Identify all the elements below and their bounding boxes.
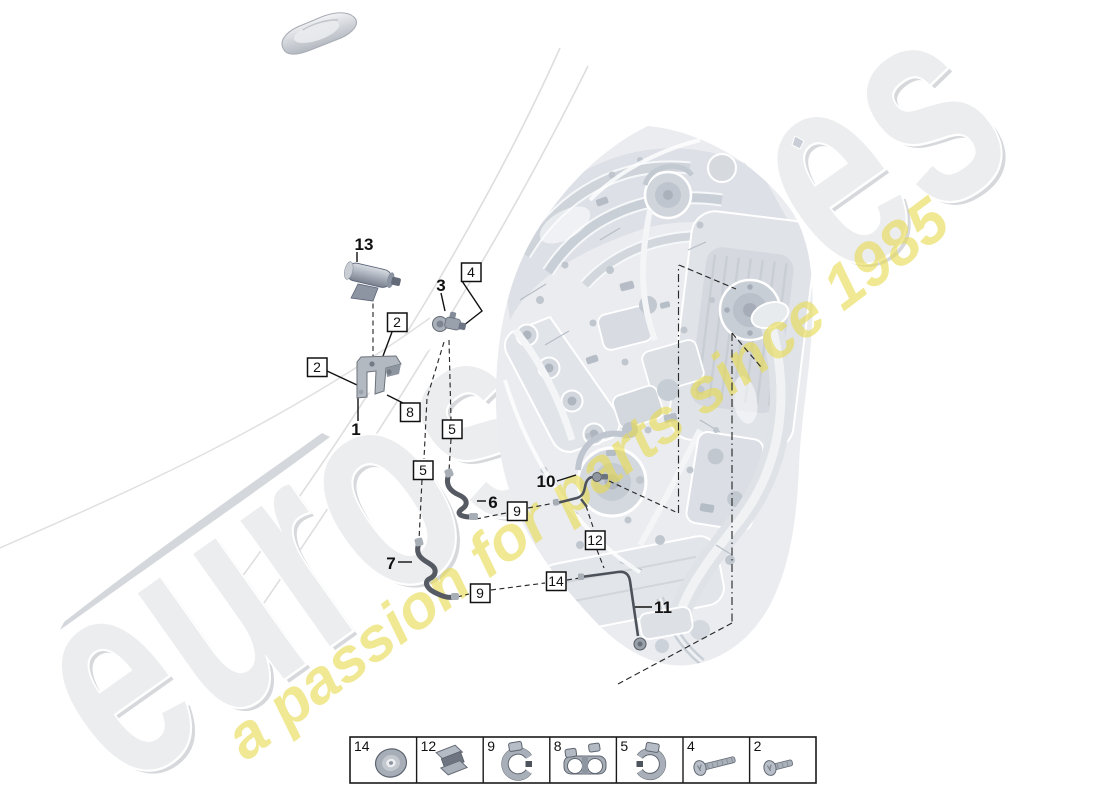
svg-text:2: 2 <box>313 359 321 375</box>
part-6-hose <box>444 468 478 520</box>
car-silhouette <box>281 12 357 55</box>
svg-text:4: 4 <box>467 264 475 280</box>
background-swoosh <box>0 47 589 630</box>
svg-text:5: 5 <box>419 462 427 478</box>
part-7-hose <box>414 537 459 600</box>
svg-text:14: 14 <box>548 573 564 589</box>
callout-box-9b[interactable]: 9 <box>469 583 491 604</box>
callout-box-5a[interactable]: 5 <box>441 419 463 440</box>
screw-short-icon <box>763 759 794 776</box>
callout-box-9a[interactable]: 9 <box>506 501 528 522</box>
svg-text:9: 9 <box>513 503 521 519</box>
boxed-callouts: 4 2 2 8 5 5 9 12 <box>306 262 606 604</box>
legend: 14 12 9 8 5 4 2 <box>349 736 817 784</box>
grommet-icon <box>374 748 408 778</box>
svg-text:5: 5 <box>448 421 456 437</box>
callout-box-8[interactable]: 8 <box>399 402 421 423</box>
part-3-sensor <box>432 311 467 332</box>
callout-box-2b[interactable]: 2 <box>306 357 328 378</box>
engine-illustration <box>496 126 813 666</box>
legend-number-9: 9 <box>487 738 495 754</box>
plain-callouts: 13 3 1 6 7 10 11 <box>351 235 672 617</box>
callout-13[interactable]: 13 <box>355 235 374 254</box>
callout-6[interactable]: 6 <box>488 493 497 512</box>
callout-3[interactable]: 3 <box>436 276 445 295</box>
routing-lines <box>372 264 762 685</box>
svg-text:12: 12 <box>587 532 603 548</box>
callout-10[interactable]: 10 <box>537 472 556 491</box>
part-11-pipe <box>578 570 647 651</box>
part-1-bracket <box>356 355 402 399</box>
double-clip-icon <box>563 742 607 775</box>
screw-long-icon <box>693 756 736 776</box>
callout-box-2a[interactable]: 2 <box>386 312 408 333</box>
legend-number-5: 5 <box>620 738 628 754</box>
callout-box-14[interactable]: 14 <box>545 571 567 592</box>
part-13-valve <box>344 261 401 302</box>
retaining-clip-icon <box>435 744 469 776</box>
svg-text:2: 2 <box>393 314 401 330</box>
callout-box-12[interactable]: 12 <box>584 530 606 551</box>
legend-number-2: 2 <box>754 738 762 754</box>
legend-number-4: 4 <box>687 738 695 754</box>
part-10-pipe <box>552 472 608 508</box>
callout-box-4[interactable]: 4 <box>460 262 482 283</box>
svg-text:8: 8 <box>406 404 414 420</box>
legend-number-8: 8 <box>554 738 562 754</box>
callout-1[interactable]: 1 <box>351 420 360 439</box>
svg-text:9: 9 <box>476 585 484 601</box>
callout-7[interactable]: 7 <box>386 554 395 573</box>
callout-box-5b[interactable]: 5 <box>412 460 434 481</box>
callout-11[interactable]: 11 <box>654 598 672 617</box>
legend-number-14: 14 <box>354 738 370 754</box>
legend-number-12: 12 <box>421 738 437 754</box>
leader-lines <box>326 252 652 608</box>
